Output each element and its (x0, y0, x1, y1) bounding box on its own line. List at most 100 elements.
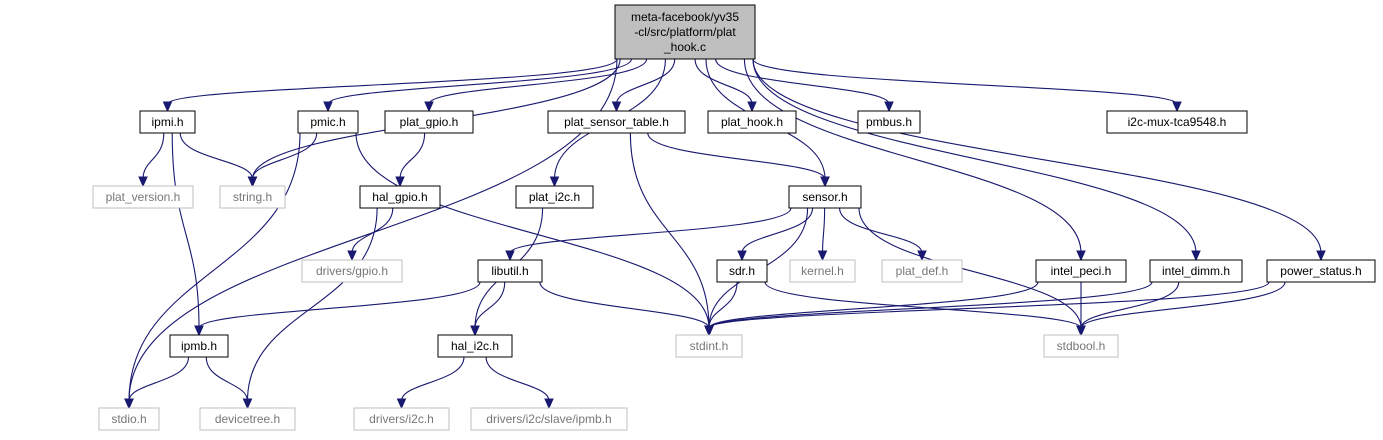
node-box (359, 185, 441, 209)
node-label: -cl/src/platform/plat (634, 25, 736, 39)
node-drivers-i2c-slave-ipmb-h[interactable]: drivers/i2c/slave/ipmb.h (470, 407, 628, 431)
edge-arrowhead (737, 250, 747, 262)
node-label: ipmb.h (181, 339, 217, 353)
node-meta-facebook-yv35-cl-src-platform-plat-hook-c[interactable]: meta-facebook/yv35-cl/src/platform/plat_… (614, 4, 756, 60)
edge-arrowhead (242, 398, 253, 410)
node-ipmi-h[interactable]: ipmi.h (139, 110, 196, 134)
node-label: libutil.h (491, 264, 528, 278)
node-i2c-mux-tca9548-h[interactable]: i2c-mux-tca9548.h (1106, 110, 1248, 134)
node-plat-hook-h[interactable]: plat_hook.h (707, 110, 797, 134)
node-box (437, 334, 513, 358)
edge-root-to-ipmi (162, 58, 618, 113)
node-plat-i2c-h[interactable]: plat_i2c.h (515, 185, 594, 209)
node-box (881, 259, 963, 283)
node-label: drivers/i2c.h (369, 412, 434, 426)
node-box (788, 185, 862, 209)
edge-arrowhead (1076, 325, 1086, 337)
edge-arrowhead (424, 101, 434, 113)
edge-pmic-to-stdio (124, 132, 301, 410)
edge-root-to-intel_dimm (752, 58, 1201, 262)
node-box (857, 110, 921, 134)
edge-arrowhead (704, 325, 714, 337)
edge-plat_sensor_table-to-sensor (647, 132, 830, 188)
node-kernel-h[interactable]: kernel.h (789, 259, 856, 283)
node-label: pmic.h (310, 115, 345, 129)
node-stdint-h[interactable]: stdint.h (675, 334, 743, 358)
node-stdbool-h[interactable]: stdbool.h (1043, 334, 1119, 358)
edge-sensor-to-sdr (737, 207, 814, 262)
node-label: drivers/gpio.h (316, 264, 388, 278)
node-pmbus-h[interactable]: pmbus.h (857, 110, 921, 134)
node-box (169, 334, 229, 358)
node-box (301, 259, 403, 283)
node-libutil-h[interactable]: libutil.h (477, 259, 543, 283)
edge-arrowhead (747, 101, 757, 113)
edge-arrowhead (194, 325, 204, 337)
edge-arrowhead (611, 101, 622, 113)
node-label: devicetree.h (215, 412, 280, 426)
node-box (1035, 259, 1127, 283)
edge-arrowhead (124, 398, 134, 410)
node-ipmb-h[interactable]: ipmb.h (169, 334, 229, 358)
node-devicetree-h[interactable]: devicetree.h (199, 407, 296, 431)
node-label: i2c-mux-tca9548.h (1128, 115, 1227, 129)
node-box (1106, 110, 1248, 134)
edge-arrowhead (1191, 250, 1201, 262)
edge-arrowhead (395, 176, 405, 188)
node-plat-gpio-h[interactable]: plat_gpio.h (384, 110, 474, 134)
edge-hal_i2c-to-drivers_i2c_slave_ipmb (485, 356, 554, 410)
node-label: meta-facebook/yv35 (631, 10, 739, 24)
node-box (1043, 334, 1119, 358)
edge-arrowhead (1172, 101, 1182, 113)
edge-intel_dimm-to-stdbool (1076, 281, 1180, 337)
edge-arrowhead (1316, 250, 1326, 262)
node-drivers-i2c-h[interactable]: drivers/i2c.h (353, 407, 450, 431)
node-label: ipmi.h (151, 115, 183, 129)
edge-ipmi-to-string (179, 132, 258, 188)
node-drivers-gpio-h[interactable]: drivers/gpio.h (301, 259, 403, 283)
edge-arrowhead (544, 398, 554, 410)
node-stdio-h[interactable]: stdio.h (98, 407, 160, 431)
node-hal-gpio-h[interactable]: hal_gpio.h (359, 185, 441, 209)
node-intel-dimm-h[interactable]: intel_dimm.h (1149, 259, 1243, 283)
node-label: drivers/i2c/slave/ipmb.h (486, 412, 611, 426)
node-plat-def-h[interactable]: plat_def.h (881, 259, 963, 283)
edge-arrowhead (505, 250, 515, 262)
edge-root-to-plat_gpio (424, 58, 648, 113)
edge-arrowhead (247, 176, 258, 188)
node-hal-i2c-h[interactable]: hal_i2c.h (437, 334, 513, 358)
node-box (470, 407, 628, 431)
node-box (1149, 259, 1243, 283)
edge-libutil-to-ipmb (194, 281, 481, 337)
edge-arrowhead (323, 101, 333, 113)
node-box (98, 407, 160, 431)
node-box (297, 110, 359, 134)
edge-root-to-i2c_mux (752, 58, 1182, 113)
node-power-status-h[interactable]: power_status.h (1266, 259, 1376, 283)
node-pmic-h[interactable]: pmic.h (297, 110, 359, 134)
node-sdr-h[interactable]: sdr.h (716, 259, 768, 283)
node-string-h[interactable]: string.h (219, 185, 286, 209)
node-plat-sensor-table-h[interactable]: plat_sensor_table.h (547, 110, 686, 134)
edge-libutil-to-stdint (539, 281, 714, 337)
node-box (477, 259, 543, 283)
node-box (614, 4, 756, 60)
edge-pmic-to-stdint (355, 132, 714, 337)
node-sensor-h[interactable]: sensor.h (788, 185, 862, 209)
node-label: plat_sensor_table.h (564, 115, 669, 129)
node-label: stdio.h (111, 412, 146, 426)
graph-nodes: meta-facebook/yv35-cl/src/platform/plat_… (92, 4, 1376, 431)
edge-hal_gpio-to-drivers_gpio (347, 207, 394, 262)
node-box (547, 110, 686, 134)
node-label: hal_gpio.h (372, 190, 427, 204)
node-label: kernel.h (801, 264, 844, 278)
edge-power_status-to-stdint (704, 281, 1270, 337)
edge-arrowhead (138, 176, 148, 188)
edge-root-to-plat_sensor_table (611, 58, 676, 113)
node-label: sdr.h (729, 264, 755, 278)
node-intel-peci-h[interactable]: intel_peci.h (1035, 259, 1127, 283)
edge-arrowhead (347, 250, 357, 262)
node-plat-version-h[interactable]: plat_version.h (92, 185, 194, 209)
node-box (716, 259, 768, 283)
